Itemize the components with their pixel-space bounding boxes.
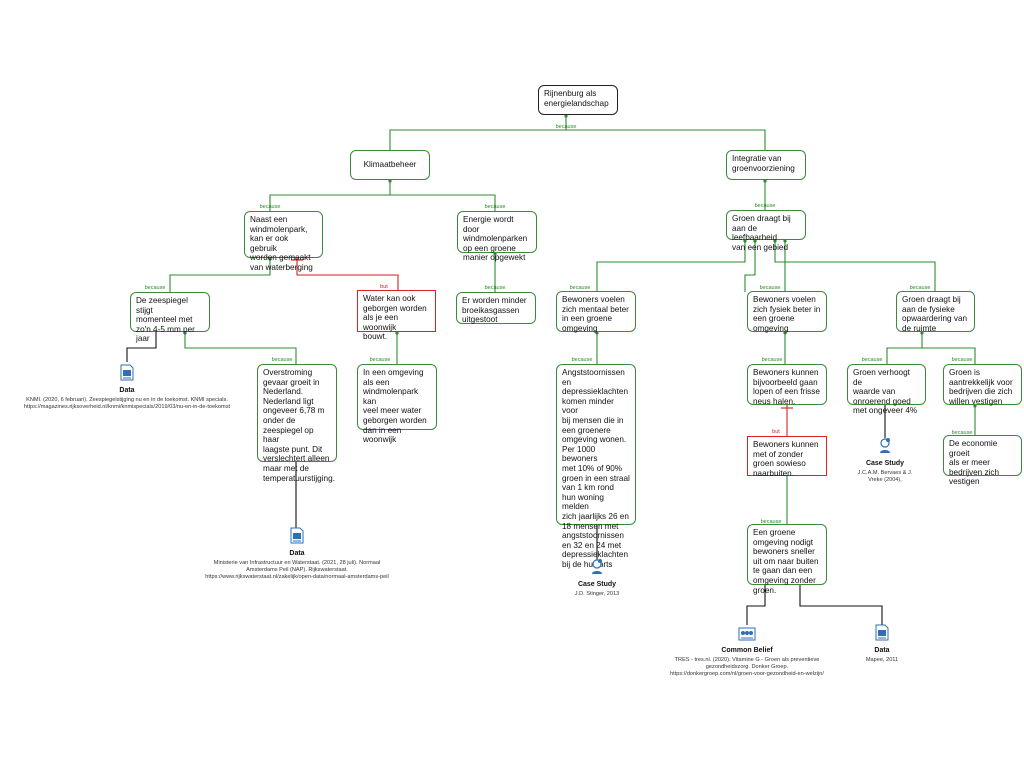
source-data-rijkswaterstaat[interactable]: Data Ministerie van Infrastructuur en Wa… — [182, 527, 412, 580]
source-title: Common Belief — [721, 647, 773, 654]
because-label: because — [760, 519, 782, 525]
source-citation: Ministerie van Infrastructuur en Waterst… — [205, 560, 389, 580]
source-title: Case Study — [865, 460, 905, 467]
source-common-belief[interactable]: Common Belief TRES - tres.nl. (2020). Vi… — [647, 624, 847, 677]
because-label: because — [571, 357, 593, 363]
claim-ruimte[interactable]: Groen draagt bij aan de fysieke opwaarde… — [896, 291, 975, 333]
claim-woonwijk[interactable]: In een omgeving als een windmolenpark ka… — [357, 364, 437, 444]
source-title: Data — [874, 647, 890, 654]
because-label: because — [861, 357, 883, 363]
source-title: Data — [289, 550, 305, 557]
because-label: because — [761, 357, 783, 363]
claim-groenvoorziening[interactable]: Integratie van groenvoorziening — [726, 150, 806, 180]
source-data-knmi[interactable]: Data KNMI. (2020, 6 februari). Zeespiege… — [0, 364, 254, 411]
claim-broeikas[interactable]: Er worden minder broeikasgassen uitgesto… — [456, 292, 536, 324]
because-label: because — [555, 124, 577, 130]
source-case-study-stinger[interactable]: Case Study J.D. Stinger, 2013 — [547, 558, 647, 598]
claim-bedrijven[interactable]: Groen is aantrekkelijk voor bedrijven di… — [943, 364, 1022, 406]
because-label: because — [909, 285, 931, 291]
document-icon — [290, 527, 304, 544]
because-label: because — [759, 285, 781, 291]
because-label: because — [271, 357, 293, 363]
because-label: because — [951, 357, 973, 363]
source-citation: Mapee, 2011 — [865, 657, 899, 663]
because-label: because — [484, 285, 506, 291]
source-citation: KNMI. (2020, 6 februari). Zeespiegelstij… — [23, 397, 231, 410]
because-label: because — [259, 204, 281, 210]
but-label: but — [772, 429, 780, 435]
because-label: because — [144, 285, 166, 291]
objection-water-geborgen[interactable]: Water kan ook geborgen worden als je een… — [357, 290, 436, 341]
claim-zeespiegel[interactable]: De zeespiegel stijgt momenteel met zo'n … — [130, 292, 210, 343]
because-label: because — [754, 203, 776, 209]
source-title: Case Study — [577, 581, 617, 588]
case-study-icon — [880, 438, 890, 453]
because-label: because — [951, 430, 973, 436]
source-citation: TRES - tres.nl. (2020). Vitamine G - Gro… — [670, 657, 824, 677]
claim-angst[interactable]: Angststoornissen en depressieklachten ko… — [556, 364, 636, 569]
claim-fysiek[interactable]: Bewoners voelen zich fysiek beter in een… — [747, 291, 827, 333]
document-icon — [875, 624, 889, 641]
common-belief-icon — [738, 627, 756, 641]
source-title: Data — [119, 387, 135, 394]
claim-economie[interactable]: De economie groeit als er meer bedrijven… — [943, 435, 1022, 486]
claim-onroerend[interactable]: Groen verhoogt de waarde van onroerend g… — [847, 364, 926, 415]
because-label: because — [369, 357, 391, 363]
claim-mentaal[interactable]: Bewoners voelen zich mentaal beter in ee… — [556, 291, 636, 333]
because-label: because — [569, 285, 591, 291]
root-claim[interactable]: Rijnenburg als energielandschap — [538, 85, 618, 115]
claim-lopen[interactable]: Bewoners kunnen bijvoorbeeld gaan lopen … — [747, 364, 827, 406]
because-label: because — [484, 204, 506, 210]
objection-zonder-groen[interactable]: Bewoners kunnen met of zonder groen sowi… — [747, 436, 827, 478]
claim-overstroming[interactable]: Overstroming gevaar groeit in Nederland.… — [257, 364, 337, 483]
source-case-study-bervaes[interactable]: Case Study J.C.A.M. Bervaes & J. Vreke (… — [840, 437, 930, 484]
claim-windmolenpark[interactable]: Naast een windmolenpark, kan er ook gebr… — [244, 211, 323, 272]
source-data-mapee[interactable]: Data Mapee, 2011 — [842, 624, 922, 664]
but-label: but — [380, 284, 388, 290]
source-citation: J.C.A.M. Bervaes & J. Vreke (2004), — [857, 470, 913, 483]
source-citation: J.D. Stinger, 2013 — [574, 591, 620, 597]
claim-nodigt[interactable]: Een groene omgeving nodigt bewoners snel… — [747, 524, 827, 595]
claim-energie[interactable]: Energie wordt door windmolenparken op ee… — [457, 211, 537, 262]
case-study-icon — [592, 559, 602, 574]
claim-klimaatbeheer[interactable]: Klimaatbeheer — [350, 150, 430, 180]
claim-leefbaarheid[interactable]: Groen draagt bij aan de leefbaarheid van… — [726, 210, 806, 252]
document-icon — [120, 364, 134, 381]
